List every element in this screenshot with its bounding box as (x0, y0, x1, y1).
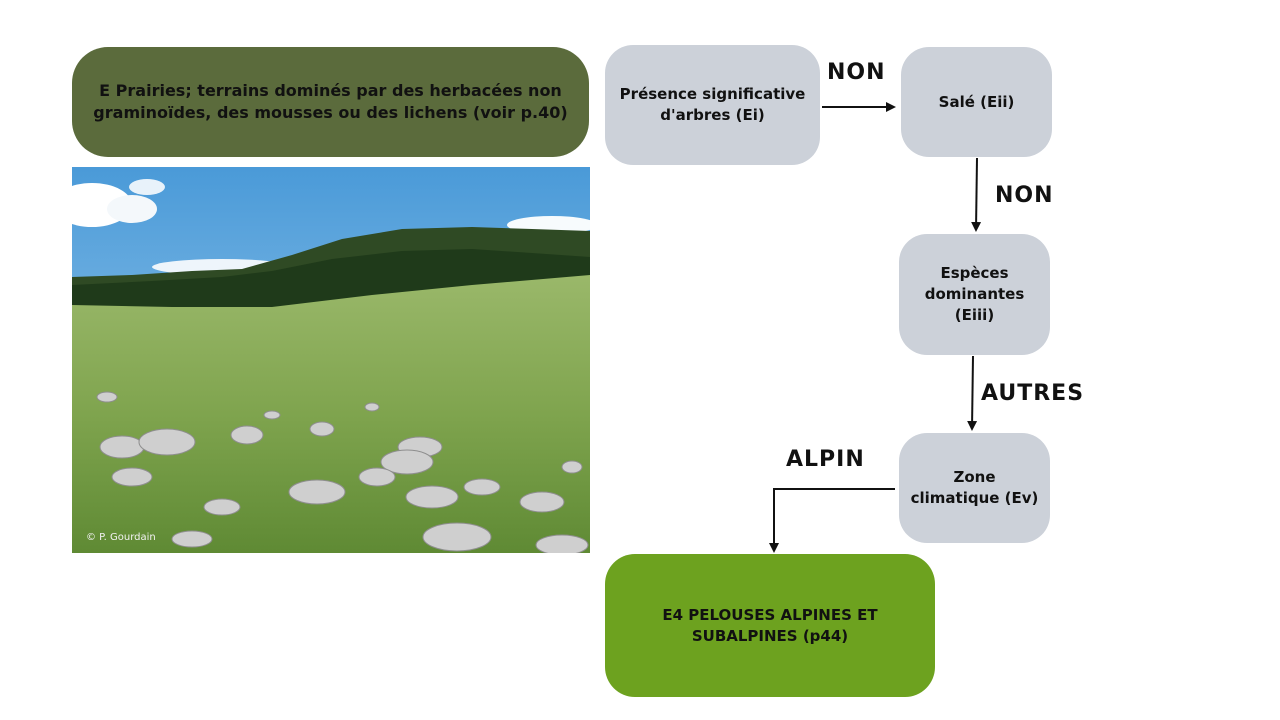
edge-label-autres: AUTRES (981, 381, 1085, 406)
node-especes-dominantes-label: Espèces dominantes (Eiii) (924, 264, 1025, 324)
node-especes-dominantes: Espèces dominantes (Eiii) (899, 234, 1050, 355)
title-box: E Prairies; terrains dominés par des her… (72, 47, 589, 157)
result-box: E4 PELOUSES ALPINES ET SUBALPINES (p44) (605, 554, 935, 697)
photo-illustration (72, 167, 590, 553)
edge-label-non-2: NON (995, 183, 1054, 208)
arrow-eiii-to-ev (967, 355, 978, 431)
node-zone-climatique: Zone climatique (Ev) (899, 433, 1050, 543)
node-presence-arbres-label: Présence significative d'arbres (Ei) (619, 85, 806, 124)
node-sale: Salé (Eii) (901, 47, 1052, 157)
photo-credit: © P. Gourdain (86, 532, 156, 543)
node-sale-label: Salé (Eii) (938, 92, 1015, 111)
grassland-photo: © P. Gourdain (72, 167, 590, 553)
edge-label-non-1: NON (827, 60, 886, 85)
node-presence-arbres: Présence significative d'arbres (Ei) (605, 45, 820, 165)
node-zone-climatique-label: Zone climatique (Ev) (910, 468, 1039, 507)
title-text: E Prairies; terrains dominés par des her… (93, 80, 568, 122)
edge-label-alpin: ALPIN (786, 447, 865, 472)
arrow-ev-to-result (769, 488, 895, 553)
result-label: E4 PELOUSES ALPINES ET SUBALPINES (p44) (662, 605, 878, 645)
arrow-eii-to-eiii (971, 157, 982, 232)
